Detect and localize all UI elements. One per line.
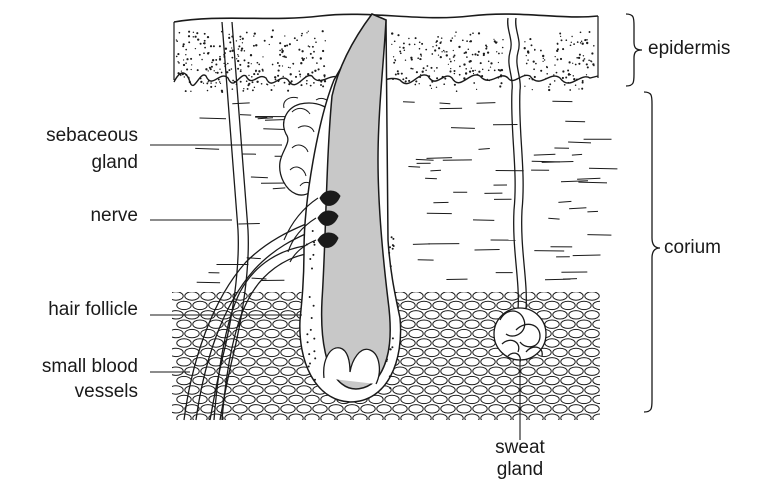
label-epidermis: epidermis bbox=[648, 38, 730, 60]
label-sweat-line1: sweat bbox=[480, 437, 560, 459]
label-corium: corium bbox=[664, 237, 721, 259]
label-nerve: nerve bbox=[90, 205, 138, 227]
label-hair-follicle: hair follicle bbox=[48, 299, 138, 321]
corium-layer bbox=[195, 101, 617, 283]
corium-brace bbox=[644, 92, 660, 412]
label-blood-line2: vessels bbox=[75, 381, 138, 403]
label-sebaceous-line2: gland bbox=[92, 152, 139, 174]
label-sebaceous-line1: sebaceous bbox=[46, 125, 138, 147]
hair-follicle bbox=[300, 14, 401, 402]
label-sweat-line2: gland bbox=[480, 459, 560, 481]
label-blood-line1: small blood bbox=[42, 356, 138, 378]
epidermis-brace bbox=[626, 14, 642, 86]
